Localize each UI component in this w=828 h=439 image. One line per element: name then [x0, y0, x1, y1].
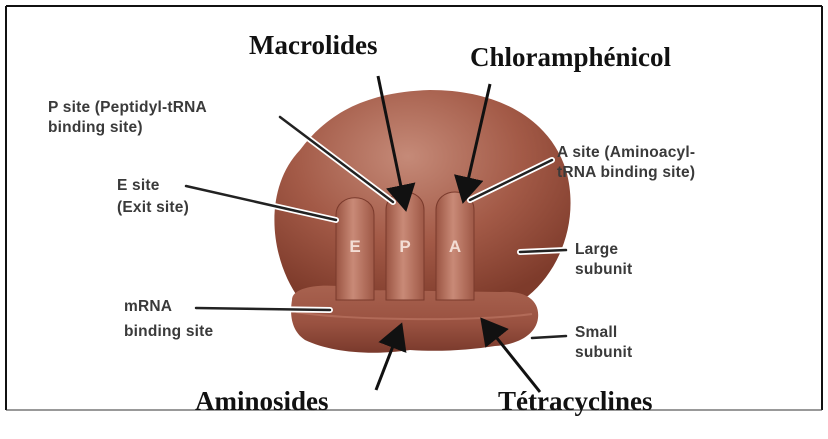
chloramphenicol-label: Chloramphénicol: [470, 42, 671, 73]
a-site-text-1: A site (Aminoacyl-: [557, 143, 695, 163]
large-subunit-text-2: subunit: [575, 260, 632, 280]
small-subunit-text-1: Small: [575, 323, 617, 343]
e-site-label: E: [349, 237, 360, 256]
e-site-text-2: (Exit site): [117, 198, 189, 218]
e-site-text-1: E site: [117, 176, 160, 196]
p-site-text-1: P site (Peptidyl-tRNA: [48, 98, 207, 118]
large-subunit-text-1: Large: [575, 240, 618, 260]
a-site-text-2: tRNA binding site): [557, 163, 695, 183]
mrna-text-1: mRNA: [124, 297, 172, 317]
a-site-label: A: [449, 237, 461, 256]
mrna-text-2: binding site: [124, 322, 213, 342]
p-site-text-2: binding site): [48, 118, 143, 138]
p-site-label: P: [399, 237, 410, 256]
tetracyclines-label: Tétracyclines: [498, 386, 652, 417]
macrolides-label: Macrolides: [249, 30, 377, 61]
small-subunit-text-2: subunit: [575, 343, 632, 363]
aminosides-label: Aminosides: [195, 386, 329, 417]
